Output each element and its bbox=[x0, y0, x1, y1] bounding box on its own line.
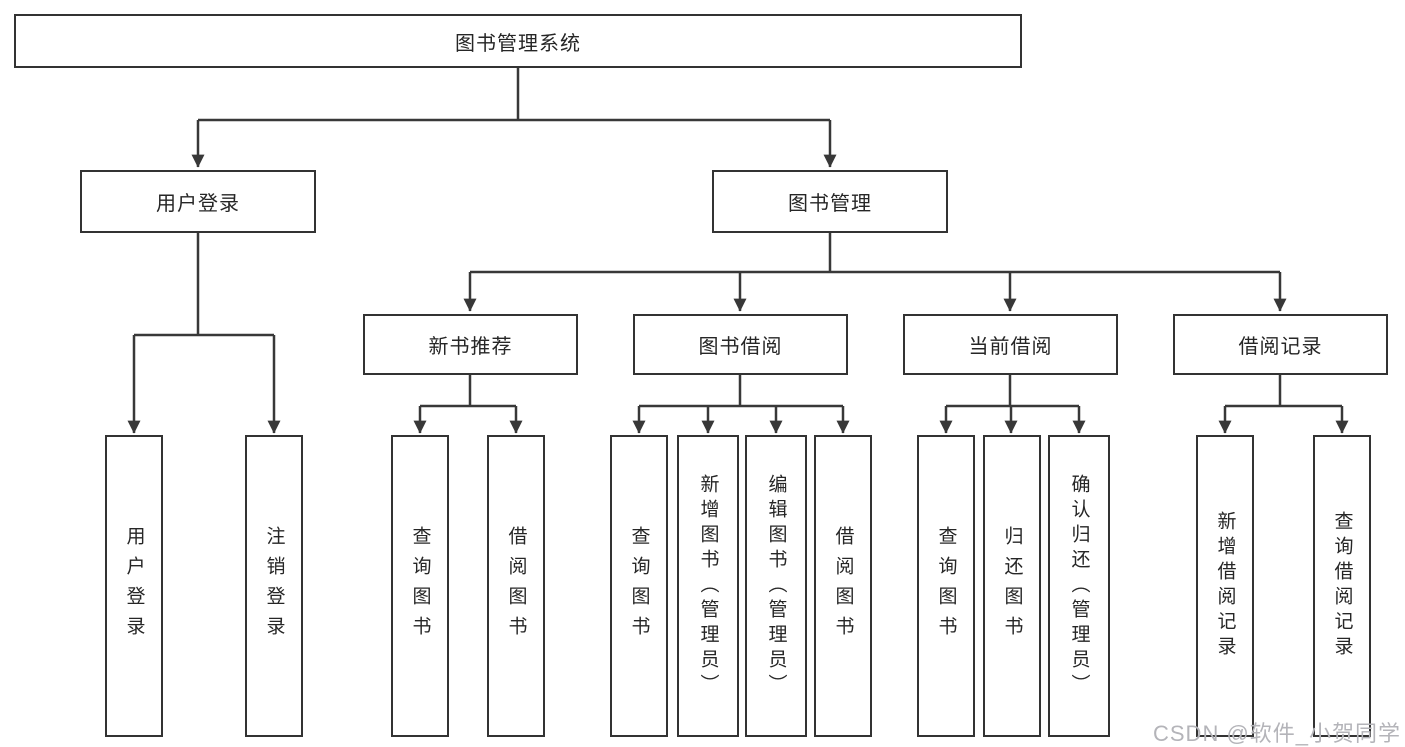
node-leaf-label: 注销登录 bbox=[263, 526, 285, 646]
node-leaf-label: 查询图书 bbox=[628, 526, 650, 646]
connector-book-mgmt-trunk bbox=[470, 233, 1280, 274]
node-book-borrow: 图书借阅 bbox=[633, 314, 848, 375]
node-leaf-label: 查询图书 bbox=[409, 526, 431, 646]
node-leaf-add-borrow-record: 新增借阅记录 bbox=[1196, 435, 1254, 737]
node-leaf-return-book: 归还图书 bbox=[983, 435, 1041, 737]
node-leaf-confirm-return-admin: 确认归还（管理员） bbox=[1048, 435, 1110, 737]
connector-record-trunk bbox=[1225, 375, 1342, 408]
connector-user-login-trunk bbox=[134, 233, 274, 337]
node-leaf-query-book-3: 查询图书 bbox=[917, 435, 975, 737]
connector-recommend-trunk bbox=[420, 375, 516, 408]
node-library-system: 图书管理系统 bbox=[14, 14, 1022, 68]
node-leaf-query-book-2: 查询图书 bbox=[610, 435, 668, 737]
node-leaf-label: 新增借阅记录 bbox=[1214, 511, 1236, 661]
connector-borrow-trunk bbox=[639, 375, 843, 408]
node-leaf-label: 查询图书 bbox=[935, 526, 957, 646]
node-leaf-edit-book-admin: 编辑图书（管理员） bbox=[745, 435, 807, 737]
node-leaf-label: 借阅图书 bbox=[505, 526, 527, 646]
node-user-login-branch: 用户登录 bbox=[80, 170, 316, 233]
node-leaf-label: 查询借阅记录 bbox=[1331, 511, 1353, 661]
node-leaf-borrow-book-2: 借阅图书 bbox=[814, 435, 872, 737]
node-leaf-label: 归还图书 bbox=[1001, 526, 1023, 646]
csdn-watermark: CSDN @软件_小贺同学 bbox=[1153, 721, 1402, 746]
node-leaf-borrow-book-1: 借阅图书 bbox=[487, 435, 545, 737]
node-leaf-query-borrow-record: 查询借阅记录 bbox=[1313, 435, 1371, 737]
node-book-management-branch: 图书管理 bbox=[712, 170, 948, 233]
node-leaf-label: 新增图书（管理员） bbox=[697, 473, 719, 699]
node-leaf-logout: 注销登录 bbox=[245, 435, 303, 737]
node-borrow-record: 借阅记录 bbox=[1173, 314, 1388, 375]
node-leaf-user-login: 用户登录 bbox=[105, 435, 163, 737]
node-leaf-label: 编辑图书（管理员） bbox=[765, 473, 787, 699]
node-new-book-recommend: 新书推荐 bbox=[363, 314, 578, 375]
node-leaf-add-book-admin: 新增图书（管理员） bbox=[677, 435, 739, 737]
node-leaf-label: 确认归还（管理员） bbox=[1068, 473, 1090, 699]
connector-current-trunk bbox=[946, 375, 1079, 408]
node-leaf-label: 借阅图书 bbox=[832, 526, 854, 646]
connector-root-trunk bbox=[198, 68, 830, 122]
node-current-borrow: 当前借阅 bbox=[903, 314, 1118, 375]
node-leaf-query-book-1: 查询图书 bbox=[391, 435, 449, 737]
node-leaf-label: 用户登录 bbox=[123, 526, 145, 646]
